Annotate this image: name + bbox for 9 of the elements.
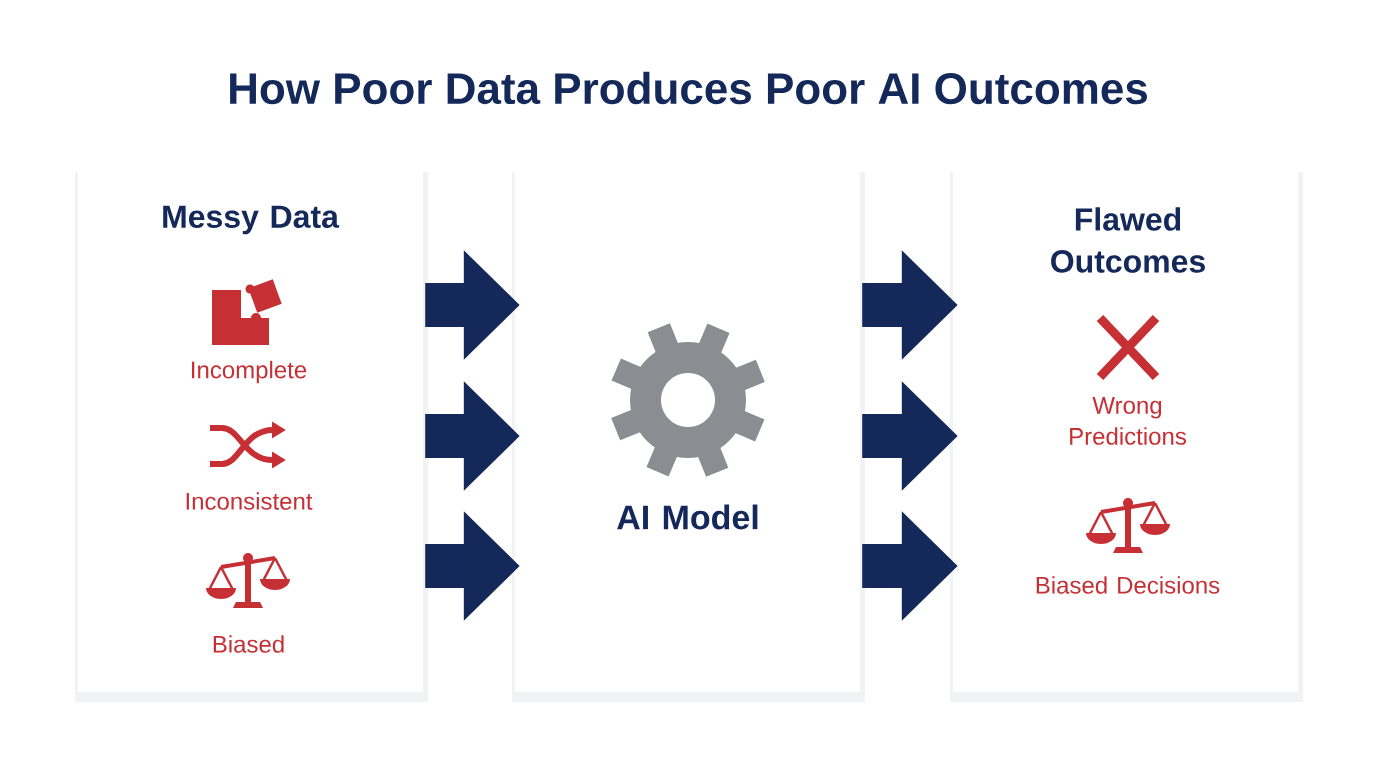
item-label: Biased xyxy=(213,635,284,653)
item-label: Incomplete xyxy=(192,360,307,384)
panel-heading: Messy Data xyxy=(163,205,340,235)
panel-heading: Flawed Outcomes xyxy=(1051,207,1205,273)
item-label: Biased Decisions xyxy=(1036,576,1220,594)
item-label: Inconsistent xyxy=(186,492,313,510)
title: How Poor Data Produces Poor AI Outcomes xyxy=(230,71,1147,105)
item-label: Wrong Predictions xyxy=(1070,397,1186,445)
panel-heading: AI Model xyxy=(617,504,758,530)
